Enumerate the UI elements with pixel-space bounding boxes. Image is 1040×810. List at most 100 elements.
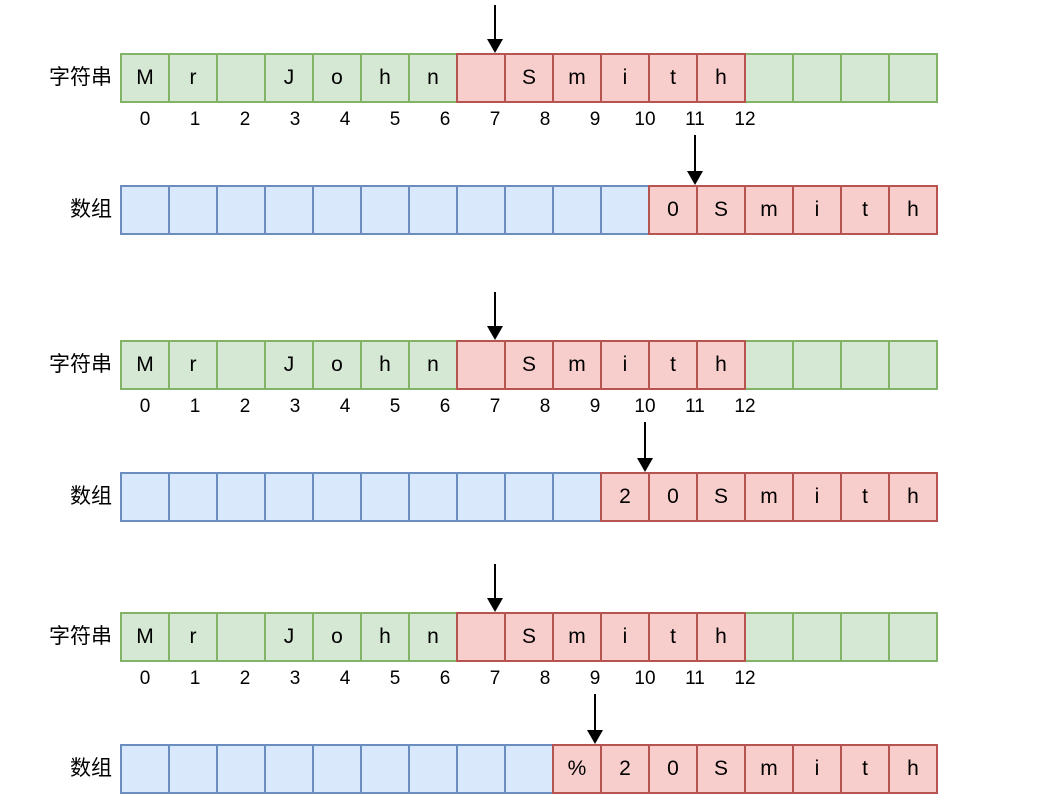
arrow-line xyxy=(694,135,696,172)
arrow-head-icon xyxy=(587,730,603,744)
index-label: 9 xyxy=(589,668,601,689)
array-cell: 0 xyxy=(648,472,698,522)
string-cell xyxy=(792,612,842,662)
index-label: 7 xyxy=(489,109,501,130)
array-cell: h xyxy=(888,472,938,522)
array-cell xyxy=(504,472,554,522)
array-cell xyxy=(456,472,506,522)
array-cell xyxy=(456,744,506,794)
array-pointer-arrow xyxy=(587,694,603,744)
array-cell xyxy=(168,472,218,522)
arrow-head-icon xyxy=(487,326,503,340)
string-cell xyxy=(840,612,890,662)
index-label: 1 xyxy=(189,396,201,417)
index-label: 10 xyxy=(634,396,656,417)
arrow-head-icon xyxy=(487,39,503,53)
array-cell xyxy=(264,472,314,522)
array-pointer-arrow xyxy=(637,422,653,472)
index-label: 1 xyxy=(189,109,201,130)
index-label: 2 xyxy=(239,668,251,689)
array-row-label: 数组 xyxy=(70,757,112,780)
string-cell: h xyxy=(360,53,410,103)
index-label: 11 xyxy=(685,668,705,689)
string-cell: S xyxy=(504,53,554,103)
string-cell: h xyxy=(696,340,746,390)
index-label: 5 xyxy=(389,668,401,689)
index-label: 0 xyxy=(139,668,151,689)
index-label: 4 xyxy=(339,109,351,130)
arrow-line xyxy=(594,694,596,731)
string-cell xyxy=(456,612,506,662)
array-cell xyxy=(408,472,458,522)
string-cell xyxy=(888,53,938,103)
array-cell xyxy=(552,185,602,235)
index-label: 3 xyxy=(289,668,301,689)
array-cell xyxy=(600,185,650,235)
string-cell: i xyxy=(600,340,650,390)
array-cell: h xyxy=(888,744,938,794)
string-cell xyxy=(216,612,266,662)
array-cell xyxy=(216,185,266,235)
arrow-line xyxy=(644,422,646,459)
string-cell: o xyxy=(312,53,362,103)
index-label: 7 xyxy=(489,668,501,689)
array-cell: i xyxy=(792,472,842,522)
string-cell: t xyxy=(648,340,698,390)
index-label: 0 xyxy=(139,109,151,130)
string-row-label: 字符串 xyxy=(49,353,112,376)
string-cell: m xyxy=(552,340,602,390)
index-label: 2 xyxy=(239,396,251,417)
string-cell: J xyxy=(264,612,314,662)
index-label: 5 xyxy=(389,109,401,130)
array-cell xyxy=(168,744,218,794)
array-cell: S xyxy=(696,472,746,522)
string-cell: r xyxy=(168,53,218,103)
index-label: 8 xyxy=(539,396,551,417)
string-cell: r xyxy=(168,612,218,662)
index-label: 6 xyxy=(439,396,451,417)
index-label: 2 xyxy=(239,109,251,130)
array-cell: m xyxy=(744,185,794,235)
array-cell xyxy=(360,744,410,794)
index-label: 9 xyxy=(589,396,601,417)
array-cell: % xyxy=(552,744,602,794)
index-label: 12 xyxy=(734,396,756,417)
array-cell xyxy=(312,472,362,522)
index-label: 6 xyxy=(439,109,451,130)
array-cell xyxy=(120,744,170,794)
arrow-head-icon xyxy=(637,458,653,472)
string-pointer-arrow xyxy=(487,5,503,53)
index-label: 5 xyxy=(389,396,401,417)
string-row-label: 字符串 xyxy=(49,66,112,89)
string-cell xyxy=(840,340,890,390)
index-label: 11 xyxy=(685,109,705,130)
index-label: 11 xyxy=(685,396,705,417)
string-cell: m xyxy=(552,53,602,103)
string-cell: h xyxy=(696,612,746,662)
string-cell: h xyxy=(360,340,410,390)
array-row-label: 数组 xyxy=(70,198,112,221)
string-cell: o xyxy=(312,612,362,662)
arrow-head-icon xyxy=(487,598,503,612)
array-cell xyxy=(120,472,170,522)
string-cell: S xyxy=(504,612,554,662)
index-label: 8 xyxy=(539,668,551,689)
array-cell xyxy=(264,185,314,235)
string-cell: n xyxy=(408,612,458,662)
string-cell xyxy=(792,340,842,390)
string-cell xyxy=(216,340,266,390)
index-label: 0 xyxy=(139,396,151,417)
string-cell xyxy=(744,340,794,390)
array-pointer-arrow xyxy=(687,135,703,185)
string-cell: J xyxy=(264,340,314,390)
array-cell: S xyxy=(696,744,746,794)
array-cell xyxy=(120,185,170,235)
string-cell xyxy=(744,53,794,103)
